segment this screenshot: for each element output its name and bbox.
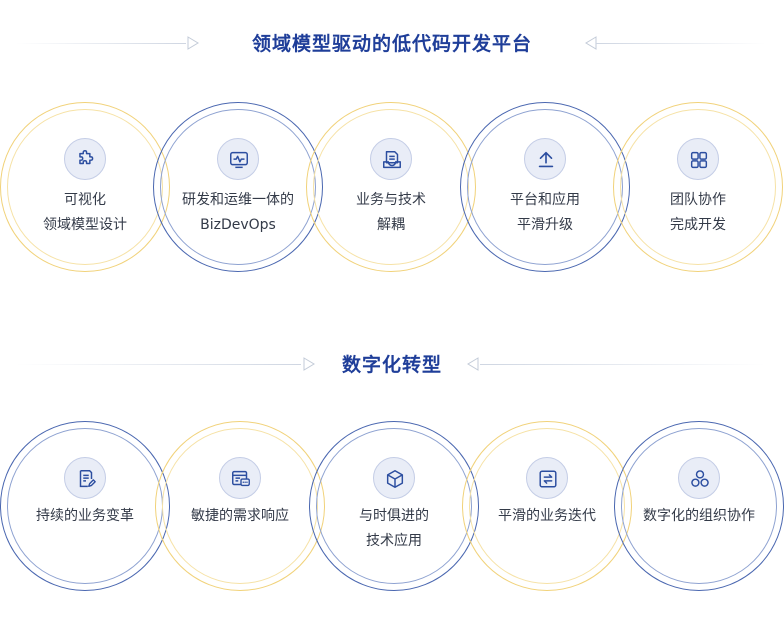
feature-label-line1: 可视化	[64, 192, 106, 208]
feature-circle: 研发和运维一体的 BizDevOps	[153, 102, 323, 272]
ring-inner	[7, 109, 163, 265]
edit-document-icon	[64, 457, 106, 499]
feature-circle: 平滑的业务迭代	[462, 421, 632, 591]
feature-circle: 持续的业务变革	[0, 421, 170, 591]
feature-circle: 业务与技术 解耦	[306, 102, 476, 272]
ring-inner	[467, 109, 623, 265]
feature-label-line1: 平滑的业务迭代	[498, 508, 596, 524]
feature-label-line1: 数字化的组织协作	[643, 508, 755, 524]
feature-label-line2: BizDevOps	[200, 217, 276, 233]
cube-icon	[373, 457, 415, 499]
title-divider-right	[596, 43, 766, 44]
section-header-lowcode: 领域模型驱动的低代码开发平台	[0, 24, 784, 64]
chat-window-icon	[219, 457, 261, 499]
section-title: 领域模型驱动的低代码开发平台	[251, 33, 532, 55]
feature-label-line2: 领域模型设计	[43, 217, 127, 233]
ring-inner	[620, 109, 776, 265]
feature-label-line1: 持续的业务变革	[36, 508, 134, 524]
arrow-right-icon	[186, 36, 200, 50]
document-tray-icon	[370, 138, 412, 180]
feature-circle: 团队协作 完成开发	[613, 102, 783, 272]
feature-row-lowcode: 可视化 领域模型设计 研发和运维一体的 BizDevOps 业务与技术 解耦 平…	[0, 102, 784, 272]
title-divider-right	[480, 364, 765, 365]
feature-label-line2: 平滑升级	[517, 217, 573, 233]
feature-row-digital: 持续的业务变革 敏捷的需求响应 与时俱进的 技术应用 平滑的业务迭代 数	[0, 421, 784, 591]
feature-label-line2: 技术应用	[366, 533, 422, 549]
feature-label-line1: 敏捷的需求响应	[191, 508, 289, 524]
arrow-right-icon	[302, 357, 316, 371]
feature-circle: 数字化的组织协作	[614, 421, 784, 591]
feature-label-line1: 业务与技术	[356, 192, 426, 208]
feature-label-line1: 与时俱进的	[359, 508, 429, 524]
ring-outer	[613, 102, 783, 272]
grid-apps-icon	[677, 138, 719, 180]
feature-label-line1: 团队协作	[670, 192, 726, 208]
ring-inner	[621, 428, 777, 584]
title-divider-left	[16, 43, 186, 44]
upload-arrow-icon	[524, 138, 566, 180]
feature-label-line1: 平台和应用	[510, 192, 580, 208]
feature-circle: 与时俱进的 技术应用	[309, 421, 479, 591]
section-header-digital: 数字化转型	[0, 345, 784, 385]
arrow-left-icon	[466, 357, 480, 371]
puzzle-icon	[64, 138, 106, 180]
feature-circle: 敏捷的需求响应	[155, 421, 325, 591]
ring-inner	[160, 109, 316, 265]
section-title: 数字化转型	[341, 354, 442, 376]
team-circles-icon	[678, 457, 720, 499]
feature-circle: 平台和应用 平滑升级	[460, 102, 630, 272]
monitor-pulse-icon	[217, 138, 259, 180]
title-divider-left	[16, 364, 301, 365]
feature-circle: 可视化 领域模型设计	[0, 102, 170, 272]
feature-label-line2: 完成开发	[670, 217, 726, 233]
feature-label-line1: 研发和运维一体的	[182, 192, 294, 208]
feature-label-line2: 解耦	[377, 217, 405, 233]
refresh-box-icon	[526, 457, 568, 499]
ring-inner	[313, 109, 469, 265]
